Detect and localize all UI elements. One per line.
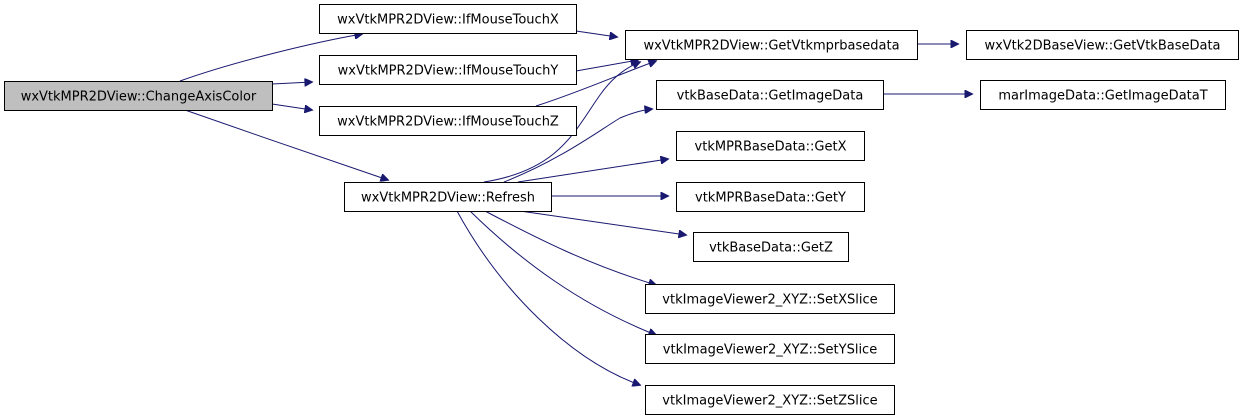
node-set-y-slice[interactable]: vtkImageViewer2_XYZ::SetYSlice: [645, 334, 895, 364]
node-box: [319, 55, 577, 85]
node-get-vtk-base-data[interactable]: wxVtk2DBaseView::GetVtkBaseData: [966, 30, 1239, 60]
edge-change-axis-color-to-if-mouse-touch-x: [179, 34, 362, 82]
node-label: vtkMPRBaseData::GetY: [695, 191, 846, 206]
edge-refresh-to-set-y-slice: [469, 210, 656, 335]
edge-if-mouse-touch-z-to-get-vtkmprbasedata: [535, 61, 656, 107]
edge-refresh-to-get-image-data: [503, 109, 652, 183]
node-box: [625, 30, 918, 60]
node-label: vtkMPRBaseData::GetX: [695, 140, 847, 155]
edges-layer: [179, 30, 972, 385]
node-get-z[interactable]: vtkBaseData::GetZ: [693, 232, 849, 262]
node-if-mouse-touch-y[interactable]: wxVtkMPR2DView::IfMouseTouchY: [319, 55, 577, 85]
node-label: vtkImageViewer2_XYZ::SetXSlice: [662, 293, 877, 308]
edge-refresh-to-set-z-slice: [456, 210, 640, 385]
node-label: wxVtkMPR2DView::IfMouseTouchY: [338, 64, 559, 79]
node-get-image-data-t[interactable]: marImageData::GetImageDataT: [980, 80, 1226, 110]
node-box: [693, 232, 849, 262]
node-box: [980, 80, 1226, 110]
node-label: marImageData::GetImageDataT: [998, 89, 1207, 104]
edge-if-mouse-touch-y-to-get-vtkmprbasedata: [575, 60, 638, 72]
node-box: [966, 30, 1239, 60]
node-label: vtkImageViewer2_XYZ::SetZSlice: [662, 394, 877, 409]
node-box: [344, 182, 552, 212]
edge-refresh-to-get-vtkmprbasedata: [483, 62, 640, 183]
node-label: vtkImageViewer2_XYZ::SetYSlice: [663, 343, 877, 358]
node-box: [676, 182, 865, 212]
node-label: wxVtkMPR2DView::Refresh: [361, 191, 535, 206]
node-box: [645, 385, 895, 415]
node-label: vtkBaseData::GetZ: [709, 241, 833, 256]
node-label: wxVtkMPR2DView::GetVtkmprbasedata: [643, 39, 899, 54]
nodes-layer: wxVtkMPR2DView::ChangeAxisColorwxVtkMPR2…: [4, 4, 1239, 415]
node-box: [4, 81, 273, 111]
node-box: [676, 131, 865, 161]
edge-if-mouse-touch-x-to-get-vtkmprbasedata: [575, 30, 617, 37]
node-box: [319, 4, 577, 34]
edge-change-axis-color-to-if-mouse-touch-z: [271, 103, 312, 110]
node-label: wxVtk2DBaseView::GetVtkBaseData: [984, 39, 1220, 54]
node-label: wxVtkMPR2DView::IfMouseTouchX: [337, 13, 559, 28]
node-set-x-slice[interactable]: vtkImageViewer2_XYZ::SetXSlice: [645, 284, 895, 314]
node-label: vtkBaseData::GetImageData: [677, 89, 864, 104]
edge-refresh-to-get-z: [519, 210, 686, 235]
node-refresh[interactable]: wxVtkMPR2DView::Refresh: [344, 182, 552, 212]
node-box: [656, 80, 884, 110]
node-get-x[interactable]: vtkMPRBaseData::GetX: [676, 131, 865, 161]
node-set-z-slice[interactable]: vtkImageViewer2_XYZ::SetZSlice: [645, 385, 895, 415]
node-box: [645, 334, 895, 364]
node-get-y[interactable]: vtkMPRBaseData::GetY: [676, 182, 865, 212]
node-if-mouse-touch-x[interactable]: wxVtkMPR2DView::IfMouseTouchX: [319, 4, 577, 34]
edge-refresh-to-get-x: [517, 159, 668, 183]
edge-change-axis-color-to-refresh: [184, 109, 388, 180]
node-label: wxVtkMPR2DView::ChangeAxisColor: [21, 90, 257, 105]
node-label: wxVtkMPR2DView::IfMouseTouchZ: [337, 115, 559, 130]
node-if-mouse-touch-z[interactable]: wxVtkMPR2DView::IfMouseTouchZ: [319, 106, 577, 136]
node-get-vtkmprbasedata[interactable]: wxVtkMPR2DView::GetVtkmprbasedata: [625, 30, 918, 60]
node-get-image-data[interactable]: vtkBaseData::GetImageData: [656, 80, 884, 110]
node-box: [319, 106, 577, 136]
node-change-axis-color[interactable]: wxVtkMPR2DView::ChangeAxisColor: [4, 81, 273, 111]
edge-refresh-to-set-x-slice: [484, 210, 656, 285]
node-box: [645, 284, 895, 314]
edge-change-axis-color-to-if-mouse-touch-y: [271, 82, 312, 84]
